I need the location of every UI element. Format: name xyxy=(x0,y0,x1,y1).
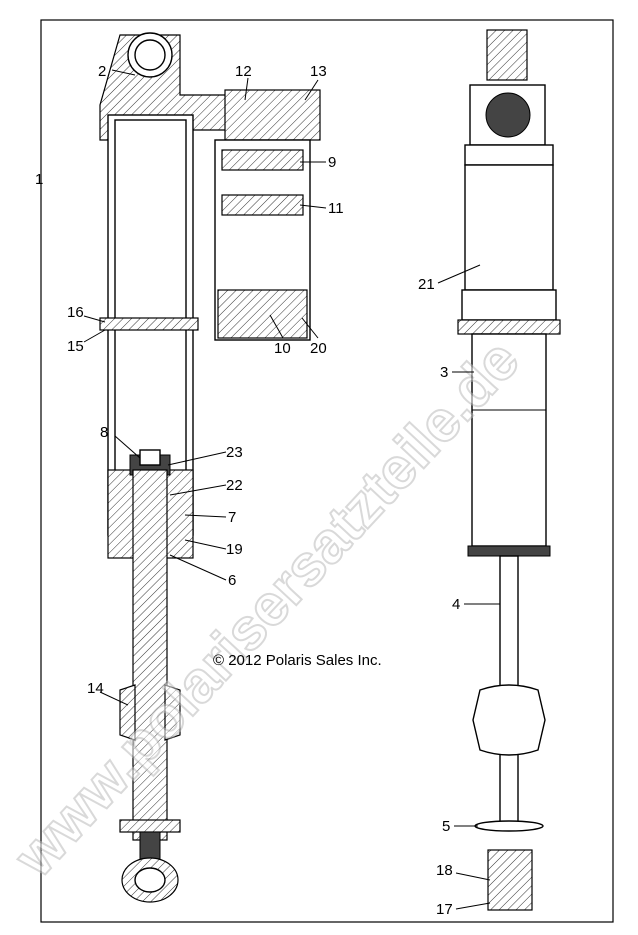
callout-11: 11 xyxy=(328,200,344,217)
callout-23: 23 xyxy=(226,444,243,461)
callout-14: 14 xyxy=(87,680,104,697)
callout-19: 19 xyxy=(226,541,243,558)
callout-2: 2 xyxy=(98,63,106,80)
callout-20: 20 xyxy=(310,340,327,357)
callout-22: 22 xyxy=(226,477,243,494)
callout-3: 3 xyxy=(440,364,448,381)
callout-8: 8 xyxy=(100,424,108,441)
callout-4: 4 xyxy=(452,596,460,613)
callout-12: 12 xyxy=(235,63,252,80)
callout-15: 15 xyxy=(67,338,84,355)
callout-10: 10 xyxy=(274,340,291,357)
callout-1: 1 xyxy=(35,171,43,188)
callout-9: 9 xyxy=(328,154,336,171)
callout-5: 5 xyxy=(442,818,450,835)
callouts: 1 2 12 13 9 11 16 15 10 20 8 23 22 7 19 … xyxy=(35,63,500,918)
copyright-notice: © 2012 Polaris Sales Inc. xyxy=(213,652,382,669)
callout-6: 6 xyxy=(228,572,236,589)
callout-18: 18 xyxy=(436,862,453,879)
callout-16: 16 xyxy=(67,304,84,321)
callout-21: 21 xyxy=(418,276,435,293)
callout-7: 7 xyxy=(228,509,236,526)
callout-17: 17 xyxy=(436,901,453,918)
callout-13: 13 xyxy=(310,63,327,80)
